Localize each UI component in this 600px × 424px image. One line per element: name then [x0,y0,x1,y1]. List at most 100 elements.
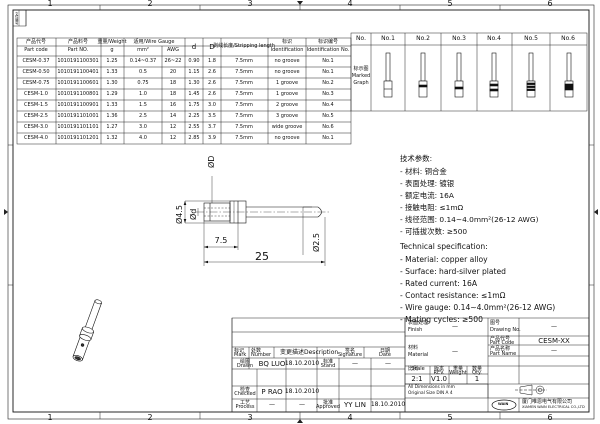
table-cell: 3 groove [275,113,299,119]
dim-diameter-d: Ød [189,208,198,220]
header-weight-cn: 重量/Weight [97,39,127,45]
table-cell: 3.9 [208,135,216,141]
part-name-label-en: Part Name [490,351,517,357]
tech-en-line: - Material: copper alloy [400,255,488,264]
standard-label-cn: 标准 [322,359,334,365]
header-stripping-length: 剥线长度/Stripping length [213,43,275,49]
table-cell: no groove [274,135,300,141]
header-identification-cn: 标识 [281,39,293,45]
table-cell: No.1 [322,58,334,64]
standard-date: — [385,360,391,367]
table-cell: 7.5mm [235,80,253,86]
standard-value: — [352,360,358,367]
table-cell: 2.6 [208,80,216,86]
marking-col-label: No.5 [524,35,538,42]
table-cell: CESM-4.0 [24,135,48,141]
part-code-value: CESM-XX [538,337,570,345]
finish-label-en: Finish [408,327,423,333]
header-part-no-en: Part NO. [67,47,89,53]
tech-cn-line: - 表面处理: 镀银 [400,179,455,188]
qty-label-cn: 数量 [471,366,483,372]
table-cell: 1.27 [106,124,118,130]
dims-note-2: Original Size DIN A 4 [408,391,453,396]
drawing-no-label-en: Drawing No. [490,327,521,333]
table-cell: 1.15 [188,69,200,75]
header-identification-en: Identification [270,47,304,53]
table-cell: 1010191101201 [57,135,99,141]
table-cell: 18 [169,80,177,86]
material-value: — [452,348,458,355]
checked-name: P RAO [261,388,283,396]
zone-number: 6 [547,413,553,422]
table-cell: 1010191100301 [57,58,99,64]
zone-number: 4 [347,413,353,422]
zone-number: 3 [247,413,253,422]
table-cell: 7.5mm [235,69,253,75]
table-cell: 4.0 [139,135,147,141]
table-cell: 7.5mm [235,124,253,130]
company-logo [491,399,517,411]
company-logo-text: WAIN [498,402,509,406]
approved-date: 18.10.2010 [370,401,406,408]
sign-label-cn: 签名 [344,348,356,354]
part-name-value: — [551,347,557,354]
table-cell: 1.75 [188,102,200,108]
table-cell: 1.25 [106,58,118,64]
table-cell: CESM-0.37 [22,58,50,64]
date-label-en: Date [379,352,391,358]
zone-number: 2 [147,413,153,422]
table-cell: 18 [169,91,177,97]
scale-label-en: Scale [411,366,425,372]
qty-label-en: Qty. [472,370,482,376]
table-cell: 16 [169,102,177,108]
dims-note-1: All Dimensions in mm [408,385,455,390]
table-cell: wide groove [271,124,303,130]
header-part-code-cn: 产品代号 [25,39,47,45]
rev-label-en: REV. [433,370,445,376]
zone-number: 1 [47,413,53,422]
table-cell: 3.0 [208,102,216,108]
approved-label-cn: 批准 [322,400,334,406]
table-cell: 26~22 [164,58,182,64]
table-cell: 1010191101001 [57,113,99,119]
table-cell: 1010191100801 [57,91,99,97]
rev-label-cn: 版本 [433,366,445,372]
drawn-date: 18.10.2010 [284,360,320,367]
header-weight-unit: g [110,47,114,53]
marking-no-label: No. [356,35,366,42]
table-cell: No.6 [322,124,334,130]
desc-label-en: Description [304,349,339,356]
table-cell: 7.5mm [235,135,253,141]
table-cell: 7.5mm [235,102,253,108]
part-code-label-cn: 产品代号 [490,336,511,342]
drawn-label-cn: 绘图 [239,359,251,365]
table-cell: CESM-1.0 [24,91,48,97]
desc-label-cn: 变更描述 [280,349,305,356]
table-cell: 1010191100601 [57,80,99,86]
header-d: d [191,43,197,51]
tech-en-line: - Contact resistance: ≤1mΩ [400,291,506,300]
table-cell: 1.29 [106,91,118,97]
table-cell: No.2 [322,80,334,86]
checked-label-cn: 检查 [239,387,251,393]
zone-number: 2 [147,0,153,8]
marking-col-label: No.3 [452,35,466,42]
table-cell: 0.14~0.37 [129,58,157,64]
table-cell: 2.85 [188,135,200,141]
table-cell: 1010191100401 [57,69,99,75]
tech-en-line: - Rated current: 16A [400,279,478,288]
table-cell: No.1 [322,69,334,75]
material-label-cn: 材料 [408,345,419,351]
tech-cn-line: - 额定电流: 16A [400,191,454,200]
table-cell: 12 [169,135,177,141]
process-date: — [299,401,305,408]
weight-label-en: Weight [449,370,467,376]
zone-number: 4 [347,0,353,8]
company-name-en: XIAMEN WAIN ELECTRICAL CO.,LTD [522,405,585,409]
table-cell: 7.5mm [235,113,253,119]
table-cell: 2.5 [139,113,147,119]
table-cell: 2.6 [208,91,216,97]
dim-shoulder-diameter: Ø4.5 [175,204,184,224]
header-wire-gauge-cn: 适用/Wire Gauge [133,39,175,45]
